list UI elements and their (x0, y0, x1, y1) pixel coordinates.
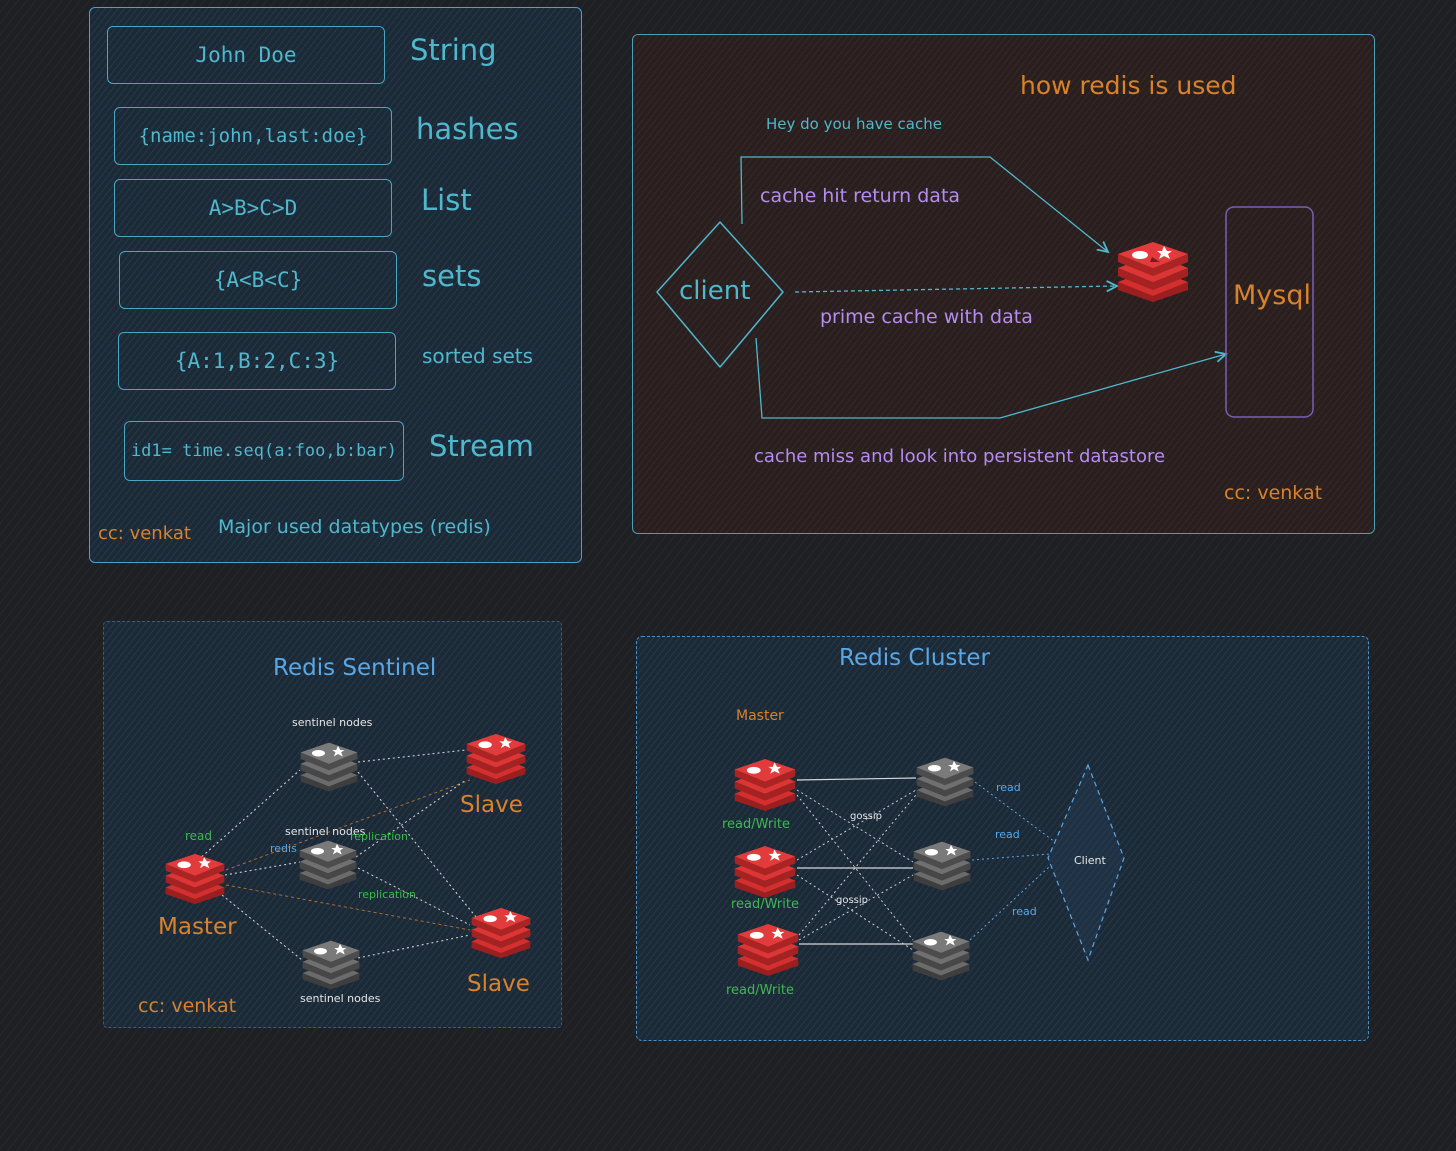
redis-icon (734, 759, 796, 811)
miss-label: cache miss and look into persistent data… (754, 446, 1166, 467)
read-label: read (996, 781, 1021, 794)
datatype-label: hashes (416, 112, 519, 146)
client-label: client (679, 276, 751, 306)
sentinel-node-icon (302, 940, 360, 990)
sentinel-node-icon (912, 931, 970, 981)
usage-title: how redis is used (1020, 71, 1237, 100)
credit-label: cc: venkat (98, 523, 191, 544)
datatype-box: {name:john,last:doe} (114, 107, 392, 165)
sentinel-nodes-label: sentinel nodes (285, 825, 366, 838)
datatype-label: sets (422, 259, 482, 293)
datatype-box: {A<B<C} (119, 251, 397, 309)
ask-label: Hey do you have cache (766, 115, 942, 133)
rw-label: read/Write (726, 983, 794, 998)
redis-icon (165, 853, 225, 905)
mysql-label: Mysql (1233, 280, 1311, 311)
redis-icon (737, 924, 799, 976)
panel-caption: Major used datatypes (redis) (218, 516, 491, 538)
datatype-label: String (410, 33, 497, 67)
replication-label: replication (350, 830, 409, 843)
sentinel-node-icon (299, 840, 357, 890)
read-label: read (995, 828, 1020, 841)
redis-icon (1118, 242, 1188, 302)
slave-label: Slave (467, 971, 530, 997)
rw-label: read/Write (722, 817, 790, 832)
read-label: read (1012, 905, 1037, 918)
master-label: Master (736, 708, 784, 724)
sentinel-node-icon (913, 841, 971, 891)
datatype-box: {A:1,B:2,C:3} (118, 332, 396, 390)
rw-label: read/Write (731, 897, 799, 912)
credit-label: cc: venkat (1224, 482, 1323, 504)
datatype-label: sorted sets (422, 344, 534, 368)
gossip-label: gossip (850, 811, 883, 822)
cluster-title: Redis Cluster (839, 645, 991, 671)
sentinel-node-icon (916, 757, 974, 807)
datatypes-panel: John Doe String {name:john,last:doe} has… (89, 7, 582, 563)
prime-label: prime cache with data (820, 306, 1033, 328)
redis-icon (734, 846, 796, 898)
datatype-box: id1= time.seq(a:foo,b:bar) (124, 421, 404, 481)
sentinel-node-icon (300, 742, 358, 792)
cluster-client-label: Client (1074, 854, 1106, 867)
credit-label: cc: venkat (138, 995, 237, 1017)
sentinel-nodes-label: sentinel nodes (300, 992, 381, 1005)
hit-label: cache hit return data (760, 185, 961, 207)
master-label: Master (158, 914, 237, 940)
datatype-label: List (421, 183, 472, 217)
sentinel-nodes-label: sentinel nodes (292, 716, 373, 729)
gossip-label: gossip (836, 895, 869, 906)
read-label: read (185, 829, 213, 843)
datatype-label: Stream (429, 429, 534, 463)
sentinel-title: Redis Sentinel (273, 655, 437, 681)
redis-icon (466, 733, 526, 785)
replication-label: replication (358, 888, 417, 901)
redis-label: redis (270, 842, 297, 855)
slave-label: Slave (460, 792, 523, 818)
datatype-box: John Doe (107, 26, 385, 84)
datatype-box: A>B>C>D (114, 179, 392, 237)
redis-icon (471, 907, 531, 959)
